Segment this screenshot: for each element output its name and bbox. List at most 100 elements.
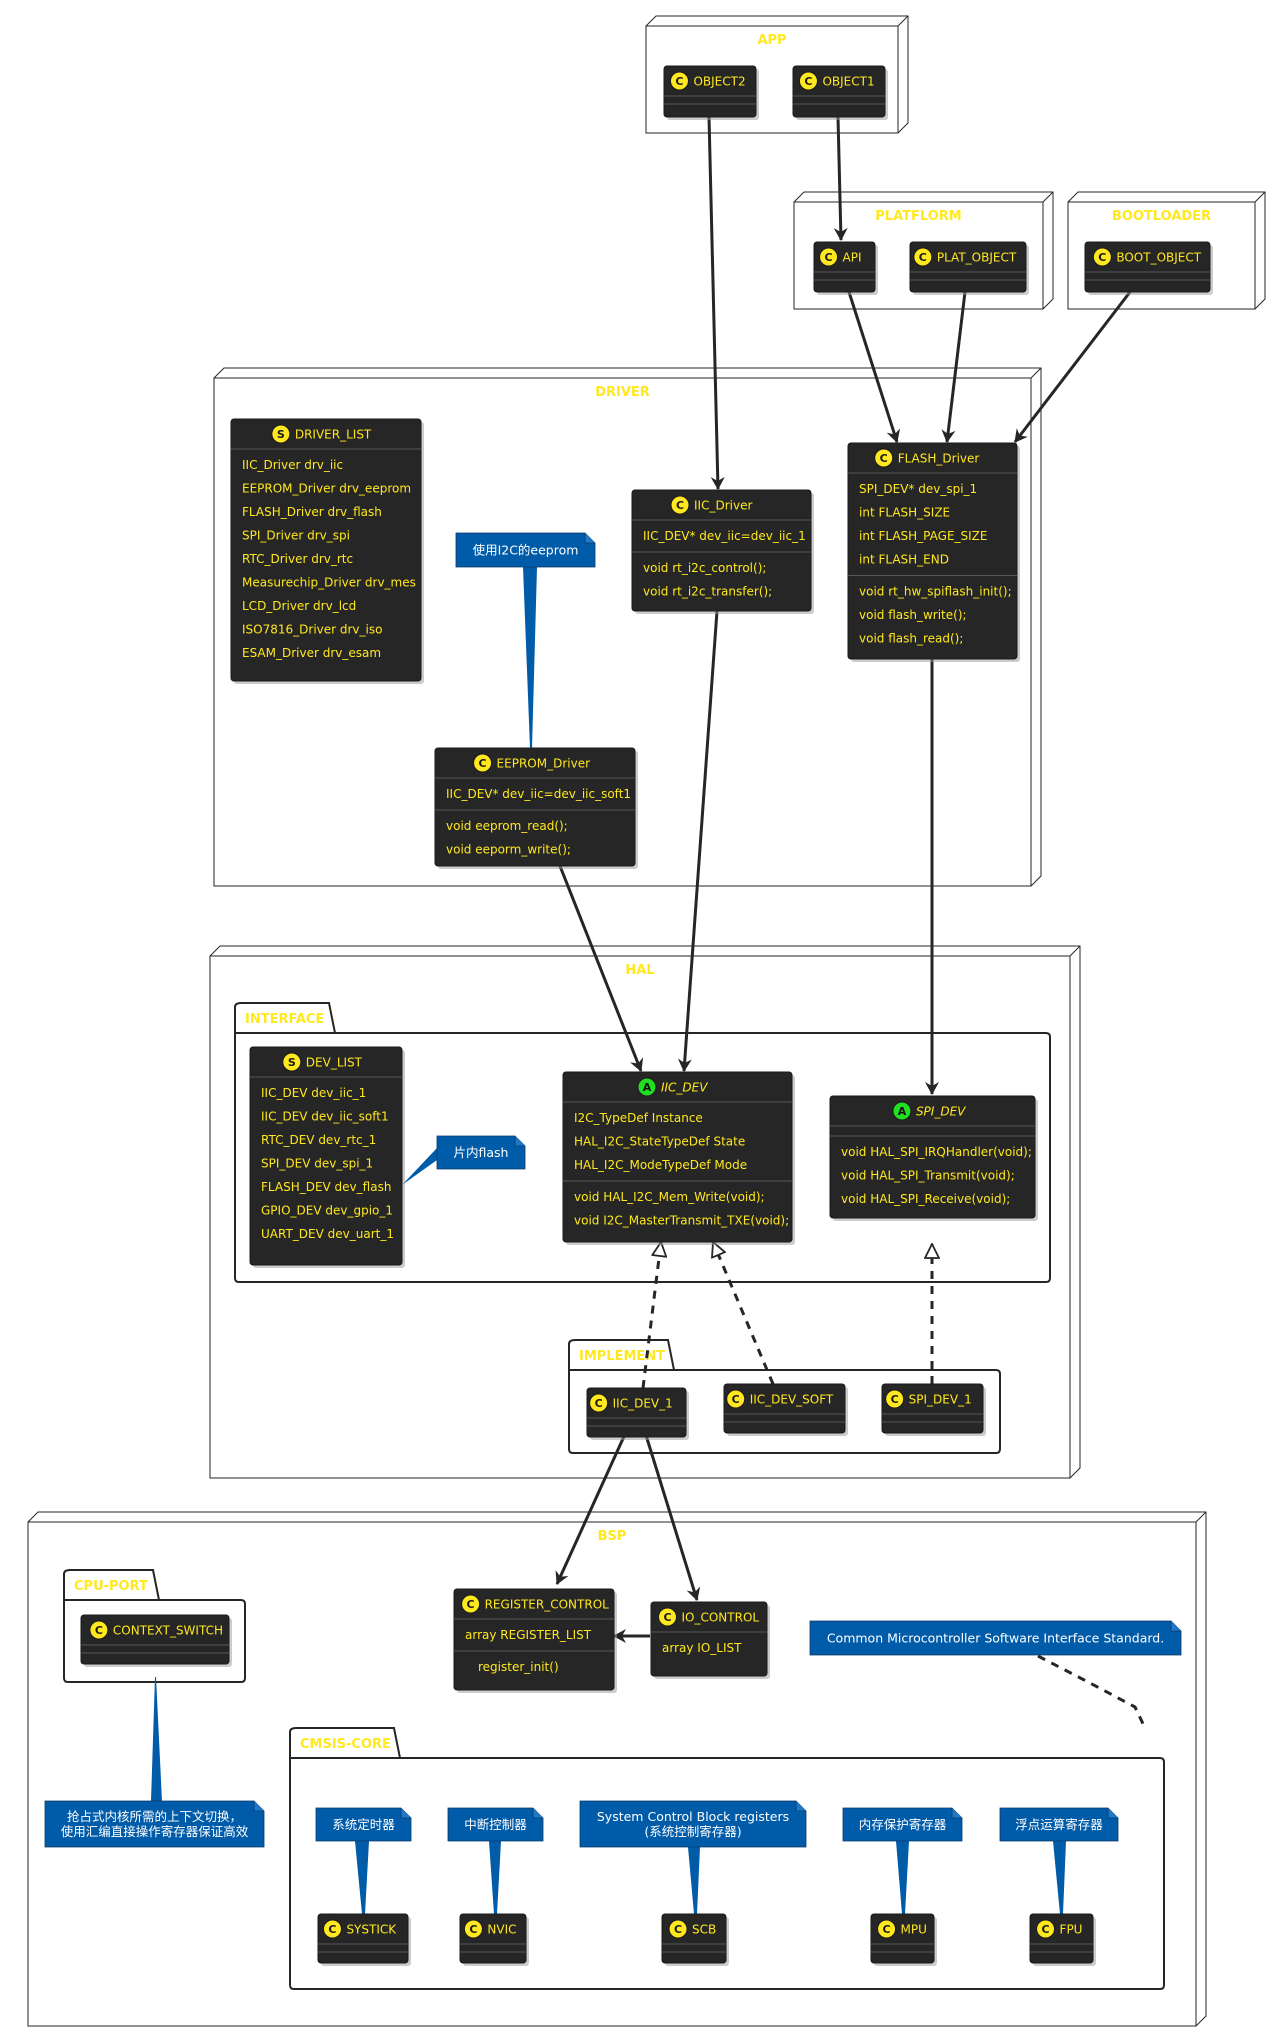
- class-driver-list-field: LCD_Driver drv_lcd: [242, 599, 356, 613]
- class-badge-icon: C: [461, 1594, 481, 1614]
- class-iic-dev-field: I2C_TypeDef Instance: [574, 1111, 703, 1125]
- class-register-control-method: register_init(): [478, 1660, 559, 1674]
- class-object2-name: OBJECT2: [693, 75, 745, 89]
- class-register-control-name: REGISTER_CONTROL: [485, 1598, 610, 1612]
- class-iic-dev: A IIC_DEV I2C_TypeDef InstanceHAL_I2C_Stat…: [562, 1071, 795, 1245]
- edge-api-flash-driver: [847, 291, 901, 443]
- class-spi-dev-1-name: SPI_DEV_1: [909, 1393, 972, 1407]
- class-iic-driver-name: IIC_Driver: [694, 499, 752, 513]
- class-fpu-name: FPU: [1060, 1923, 1083, 1937]
- edge-iic-dev-1-io-control: [643, 1431, 701, 1601]
- note-fpu: 浮点运算寄存器: [999, 1807, 1119, 1914]
- edge-iic-dev-soft-implements: [713, 1242, 775, 1385]
- class-api-badge: C: [825, 251, 833, 264]
- class-iic-dev-field: HAL_I2C_StateTypeDef State: [574, 1135, 745, 1149]
- class-object1-badge: C: [804, 75, 812, 88]
- class-badge-icon: C: [589, 1393, 609, 1413]
- class-api-name: API: [843, 251, 862, 265]
- class-badge-icon: C: [89, 1620, 109, 1640]
- class-dev-list-field: UART_DEV dev_uart_1: [261, 1227, 394, 1241]
- class-fpu-badge: C: [1042, 1923, 1050, 1936]
- group-driver-title: DRIVER: [595, 385, 650, 400]
- class-flash-driver-method: void flash_read();: [859, 632, 963, 646]
- class-driver-list-field: EEPROM_Driver drv_eeprom: [242, 482, 411, 496]
- note-context-switch-line: 抢占式内核所需的上下文切换，: [67, 1809, 242, 1824]
- class-context-switch-name: CONTEXT_SWITCH: [113, 1624, 223, 1638]
- class-spi-dev-method: void HAL_SPI_Receive(void);: [841, 1192, 1010, 1206]
- class-spi-dev-name: SPI_DEV: [916, 1105, 966, 1119]
- edge-boot-object-flash-driver: [1013, 291, 1132, 443]
- note-fpu-line: 浮点运算寄存器: [1015, 1817, 1103, 1832]
- class-badge-icon: C: [819, 247, 839, 267]
- class-dev-list-field: SPI_DEV dev_spi_1: [261, 1157, 373, 1171]
- class-driver-list-field: SPI_Driver drv_spi: [242, 529, 350, 543]
- class-object2: C OBJECT2: [663, 65, 759, 120]
- class-io-control-badge: C: [663, 1611, 671, 1624]
- note-mpu-line: 内存保护寄存器: [859, 1817, 947, 1832]
- group-cpu-port-title: CPU-PORT: [74, 1579, 148, 1594]
- edge-eeprom-driver-iic-dev: [558, 865, 644, 1072]
- edge-iic-dev-1-implements: [641, 1242, 661, 1389]
- abstract-badge-icon: A: [892, 1101, 912, 1121]
- class-iic-dev-badge: A: [643, 1081, 652, 1094]
- class-object1-name: OBJECT1: [822, 75, 874, 89]
- note-scb-line: System Control Block registers: [597, 1809, 789, 1824]
- class-iic-dev-name: IIC_DEV: [661, 1081, 708, 1095]
- class-driver-list-field: Measurechip_Driver drv_mes: [242, 576, 416, 590]
- class-badge-icon: C: [473, 753, 493, 773]
- group-interface-title: INTERFACE: [245, 1012, 324, 1027]
- edge-object2-iic-driver: [707, 116, 725, 490]
- class-io-control-name: IO_CONTROL: [682, 1611, 760, 1625]
- class-iic-dev-soft-badge: C: [732, 1393, 740, 1406]
- note-cmsis: Common Microcontroller Software Interfac…: [809, 1620, 1182, 1656]
- group-hal-title: HAL: [625, 963, 654, 978]
- class-badge-icon: C: [463, 1919, 483, 1939]
- class-context-switch: C CONTEXT_SWITCH: [80, 1614, 232, 1667]
- class-iic-driver-method: void rt_i2c_transfer();: [643, 585, 772, 599]
- relationships: [555, 116, 1147, 1729]
- class-dev-list-field: IIC_DEV dev_iic_soft1: [261, 1110, 389, 1124]
- note-context-switch-line: 使用汇编直接操作寄存器保证高效: [61, 1824, 249, 1839]
- group-app-title: APP: [757, 33, 786, 48]
- note-mpu: 内存保护寄存器: [842, 1807, 963, 1914]
- class-iic-dev-method: void HAL_I2C_Mem_Write(void);: [574, 1190, 765, 1204]
- class-dev-list-name: DEV_LIST: [306, 1056, 363, 1070]
- class-nvic-badge: C: [469, 1923, 477, 1936]
- class-flash-driver-field: int FLASH_PAGE_SIZE: [859, 529, 987, 543]
- struct-badge-icon: S: [271, 424, 291, 444]
- note-systick: 系统定时器: [315, 1807, 412, 1914]
- class-eeprom-driver-name: EEPROM_Driver: [497, 757, 591, 771]
- note-cmsis-line: Common Microcontroller Software Interfac…: [827, 1631, 1164, 1646]
- class-badge-icon: C: [668, 1919, 688, 1939]
- group-bootloader-title: BOOTLOADER: [1112, 209, 1211, 224]
- class-badge-icon: C: [798, 71, 818, 91]
- class-flash-driver-field: int FLASH_SIZE: [859, 506, 950, 520]
- class-boot-object-badge: C: [1098, 251, 1106, 264]
- class-badge-icon: C: [1036, 1919, 1056, 1939]
- class-dev-list-field: FLASH_DEV dev_flash: [261, 1180, 391, 1194]
- note-eeprom-line: 使用I2C的eeprom: [473, 543, 579, 558]
- class-badge-icon: C: [669, 71, 689, 91]
- note-systick-line: 系统定时器: [332, 1817, 395, 1832]
- class-driver-list-field: FLASH_Driver drv_flash: [242, 505, 382, 519]
- class-driver-list-field: RTC_Driver drv_rtc: [242, 552, 353, 566]
- class-flash-driver-field: int FLASH_END: [859, 553, 949, 567]
- class-iic-driver-field: IIC_DEV* dev_iic=dev_iic_1: [643, 529, 806, 543]
- class-scb-badge: C: [674, 1923, 682, 1936]
- class-fpu: C FPU: [1029, 1913, 1096, 1966]
- class-badge-icon: C: [913, 247, 933, 267]
- class-flash-driver-field: SPI_DEV* dev_spi_1: [859, 482, 977, 496]
- edge-object1-api: [833, 116, 848, 241]
- class-systick-name: SYSTICK: [346, 1923, 397, 1937]
- class-iic-dev-soft-name: IIC_DEV_SOFT: [750, 1393, 834, 1407]
